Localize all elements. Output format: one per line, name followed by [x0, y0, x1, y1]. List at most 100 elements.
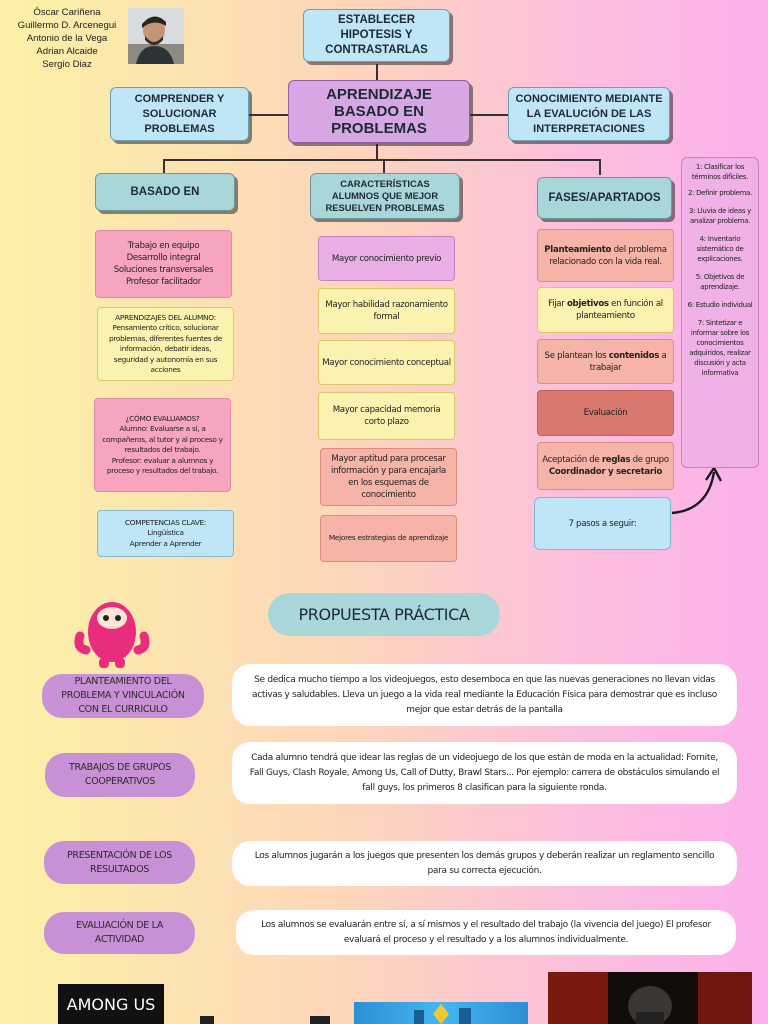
among-us-text: AMONG US	[66, 994, 156, 1014]
basado-item: Trabajo en equipo	[127, 241, 200, 251]
caracteristicas-header: CARACTERÍSTICAS ALUMNOS QUE MEJOR RESUEL…	[310, 173, 460, 219]
author-name: Sergio Diaz	[42, 59, 92, 70]
propuesta-text: Los alumnos se evaluarán entre sí, a sí …	[236, 910, 736, 955]
char-item: Mejores estrategias de aprendizaje	[320, 515, 457, 562]
step-item: 6: Estudio individual	[687, 301, 753, 309]
step-item: 3: Lluvia de ideas y analizar problema.	[689, 207, 751, 225]
competencias-item: Aprender a Aprender	[129, 538, 202, 548]
fase-text: a trabajar	[589, 350, 667, 373]
main-title: APRENDIZAJE BASADO EN PROBLEMAS	[326, 86, 432, 137]
propuesta-label: EVALUACIÓN DE LA ACTIVIDAD	[44, 912, 195, 954]
caracteristicas-title: CARACTERÍSTICAS ALUMNOS QUE MEJOR RESUEL…	[325, 178, 445, 213]
step-item: 1: Clasificar los términos difíciles.	[691, 163, 749, 181]
propuesta-label: PRESENTACIÓN DE LOS RESULTADOS	[44, 841, 195, 884]
basado-en-title: BASADO EN	[130, 186, 200, 198]
evaluamos-title: ¿CÓMO EVALUAMOS?	[125, 413, 200, 423]
fase-bold: Coordinador y secretario	[548, 467, 663, 477]
propuesta-label-text: PRESENTACIÓN DE LOS RESULTADOS	[66, 849, 172, 875]
char-item: Mayor conocimiento conceptual	[318, 340, 455, 385]
fase-text: en función al planteamiento	[576, 299, 663, 321]
propuesta-text: Se dedica mucho tiempo a los videojuegos…	[232, 664, 737, 726]
char-item: Mayor habilidad razonamiento formal	[318, 288, 455, 334]
step-item: 5: Objetivos de aprendizaje.	[695, 273, 745, 291]
propuesta-text: Cada alumno tendrá que idear las reglas …	[232, 742, 737, 804]
authors-list: Óscar Cariñena Guillermo D. Arcenegui An…	[8, 6, 126, 71]
basado-en-header: BASADO EN	[95, 173, 235, 211]
propuesta-label-text: EVALUACIÓN DE LA ACTIVIDAD	[75, 920, 164, 945]
author-name: Guillermo D. Arcenegui	[17, 20, 117, 31]
fase-text: de grupo	[630, 455, 670, 465]
author-name: Antonio de la Vega	[26, 33, 108, 44]
among-us-logo: AMONG US	[58, 984, 164, 1024]
char-text: Mayor aptitud para procesar información …	[331, 454, 446, 500]
propuesta-title: PROPUESTA PRÁCTICA	[268, 593, 500, 636]
fases-header: FASES/APARTADOS	[537, 177, 672, 219]
competencias-box: COMPETENCIAS CLAVE: Lingüística Aprender…	[97, 510, 234, 557]
author-name: Óscar Cariñena	[33, 7, 101, 18]
evaluamos-profesor: Profesor: evaluar a alumnos y proceso y …	[106, 455, 219, 476]
propuesta-label-text: PLANTEAMIENTO DEL PROBLEMA Y VINCULACIÓN…	[61, 676, 185, 715]
soldier-icon	[548, 972, 752, 1024]
propuesta-text: Los alumnos jugarán a los juegos que pre…	[232, 841, 737, 886]
brawl-stars-image	[354, 1002, 528, 1024]
propuesta-body: Los alumnos se evaluarán entre sí, a sí …	[261, 919, 711, 945]
step-item: 7: Sintetizar e informar sobre los conoc…	[689, 319, 751, 377]
author-photo	[128, 8, 184, 64]
conocimiento-text: CONOCIMIENTO MEDIANTE LA EVALUCIÓN DE LA…	[515, 92, 663, 135]
propuesta-label: TRABAJOS DE GRUPOS COOPERATIVOS	[45, 753, 195, 797]
basado-en-box: Trabajo en equipo Desarrollo integral So…	[95, 230, 232, 298]
step-item: 2: Definir problema.	[687, 189, 753, 197]
fase-text: Evaluación	[583, 408, 628, 418]
fase-contenidos: Se plantean los contenidos a trabajar	[537, 339, 674, 384]
call-of-duty-image	[548, 972, 752, 1024]
char-text: Mayor capacidad memoria corto plazo	[332, 405, 441, 427]
propuesta-body: Cada alumno tendrá que idear las reglas …	[249, 752, 720, 793]
char-text: Mayor conocimiento conceptual	[322, 357, 451, 368]
fase-planteamiento: Planteamiento del problema relacionado c…	[537, 229, 674, 282]
author-name: Adrian Alcaide	[36, 46, 98, 57]
comprender-text: COMPRENDER Y SOLUCIONAR PROBLEMAS	[134, 92, 225, 135]
fase-bold: reglas	[601, 455, 631, 465]
fase-bold: contenidos	[608, 350, 660, 361]
hypothesis-box: ESTABLECER HIPOTESIS Y CONTRASTARLAS	[303, 9, 450, 62]
conocimiento-box: CONOCIMIENTO MEDIANTE LA EVALUCIÓN DE LA…	[508, 87, 670, 141]
aprendizajes-box: APRENDIZAJES DEL ALUMNO: Pensamiento crí…	[97, 307, 234, 381]
propuesta-title-text: PROPUESTA PRÁCTICA	[298, 605, 470, 624]
fase-text: Se plantean los	[544, 350, 609, 361]
fase-pasos: 7 pasos a seguir:	[534, 497, 671, 550]
propuesta-body: Los alumnos jugarán a los juegos que pre…	[254, 850, 715, 876]
fase-text: del problema relacionado con la vida rea…	[549, 244, 667, 267]
fall-guy-icon	[74, 602, 150, 668]
hypothesis-text: ESTABLECER HIPOTESIS Y CONTRASTARLAS	[325, 14, 428, 56]
evaluamos-alumno: Alumno: Evaluarse a sí, a compañeros, al…	[102, 424, 223, 454]
fase-text: Fijar	[548, 299, 567, 309]
char-text: Mejores estrategias de aprendizaje	[328, 533, 449, 543]
basado-item: Soluciones transversales	[113, 265, 214, 275]
competencias-title: COMPETENCIAS CLAVE:	[124, 517, 207, 527]
brawl-stars-icon	[414, 1004, 471, 1024]
char-item: Mayor capacidad memoria corto plazo	[318, 392, 455, 440]
fase-bold: objetivos	[566, 299, 609, 309]
char-item: Mayor aptitud para procesar información …	[320, 448, 457, 506]
fases-title: FASES/APARTADOS	[548, 192, 661, 204]
basado-item: Desarrollo integral	[126, 253, 201, 263]
propuesta-body: Se dedica mucho tiempo a los videojuegos…	[252, 674, 717, 715]
fase-evaluacion: Evaluación	[537, 390, 674, 436]
fase-text: Aceptación de	[542, 455, 602, 465]
basado-item: Profesor facilitador	[125, 277, 201, 287]
steps-box: 1: Clasificar los términos difíciles. 2:…	[681, 157, 759, 468]
fase-bold: Planteamiento	[544, 244, 612, 255]
fase-reglas: Aceptación de reglas de grupo Coordinado…	[537, 442, 674, 490]
arrow-icon	[671, 465, 723, 515]
competencias-item: Lingüística	[147, 528, 184, 538]
comprender-box: COMPRENDER Y SOLUCIONAR PROBLEMAS	[110, 87, 249, 141]
main-title-box: APRENDIZAJE BASADO EN PROBLEMAS	[288, 80, 470, 143]
char-item: Mayor conocimiento previo	[318, 236, 455, 281]
char-text: Mayor conocimiento previo	[331, 253, 442, 264]
propuesta-label: PLANTEAMIENTO DEL PROBLEMA Y VINCULACIÓN…	[42, 674, 204, 718]
char-text: Mayor habilidad razonamiento formal	[325, 300, 448, 322]
fase-objetivos: Fijar objetivos en función al planteamie…	[537, 287, 674, 333]
evaluamos-box: ¿CÓMO EVALUAMOS? Alumno: Evaluarse a sí,…	[94, 398, 231, 492]
step-item: 4: Inventario sistemático de explicacion…	[696, 235, 744, 263]
fase-text: 7 pasos a seguir:	[568, 518, 637, 529]
